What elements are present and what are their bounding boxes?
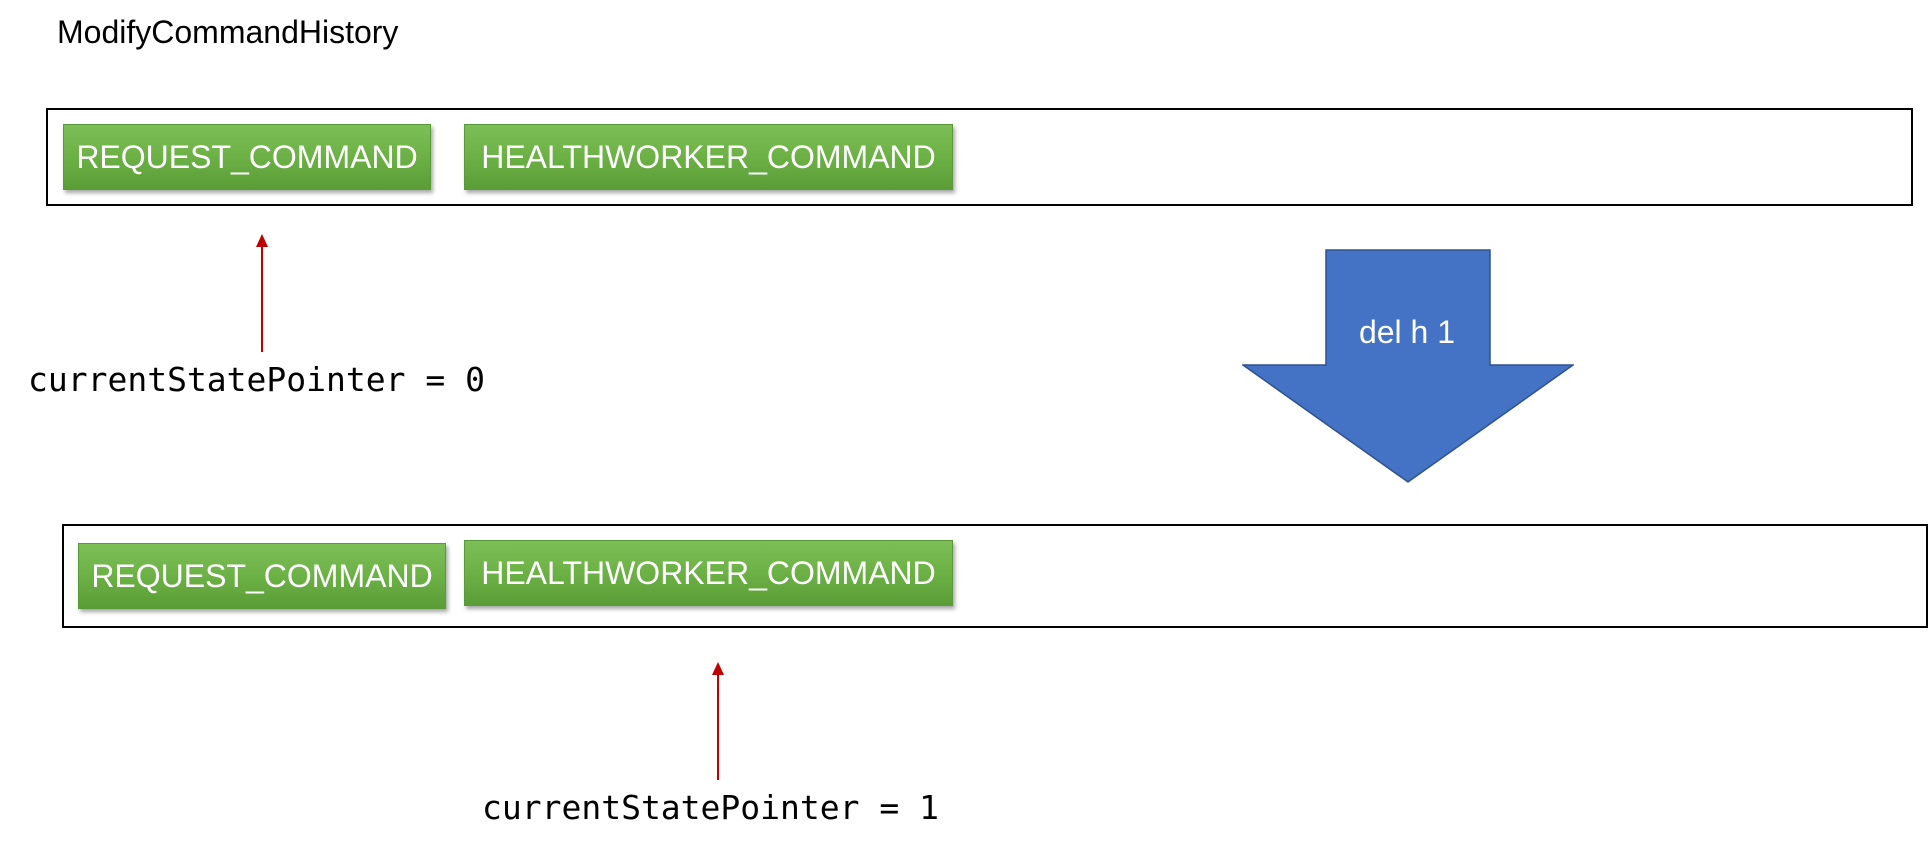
pointer-arrow-before-icon bbox=[256, 234, 268, 352]
diagram-title: ModifyCommandHistory bbox=[57, 14, 399, 50]
command-healthworker-before: HEALTHWORKER_COMMAND bbox=[464, 124, 953, 190]
pointer-label-after: currentStatePointer = 1 bbox=[482, 788, 939, 827]
pointer-label-before: currentStatePointer = 0 bbox=[28, 360, 485, 399]
pointer-arrow-after-icon bbox=[712, 662, 724, 780]
action-label: del h 1 bbox=[1358, 314, 1456, 350]
command-request-before: REQUEST_COMMAND bbox=[63, 124, 431, 190]
command-healthworker-after: HEALTHWORKER_COMMAND bbox=[464, 540, 953, 606]
command-request-after: REQUEST_COMMAND bbox=[78, 543, 446, 609]
arrow-down-icon bbox=[1242, 249, 1574, 483]
